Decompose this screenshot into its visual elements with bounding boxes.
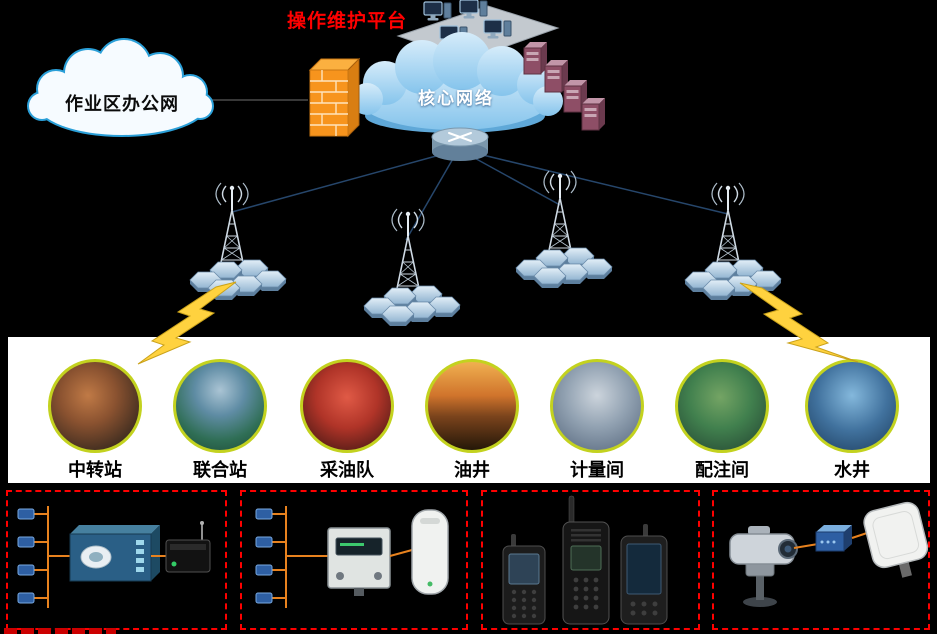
base-station-icon — [543, 170, 577, 261]
io-tag-icon — [17, 536, 35, 548]
rtu-site-box — [6, 490, 227, 630]
handheld-terminals-box — [481, 490, 700, 630]
site-item: 油井 — [417, 359, 527, 482]
smartphone-icon — [620, 524, 668, 625]
two-way-radio-icon — [562, 495, 610, 625]
base-station-icon — [711, 182, 745, 273]
core-cloud-label: 核心网络 — [418, 89, 494, 108]
sensor-bus — [255, 506, 287, 608]
site-item: 联合站 — [165, 359, 275, 482]
base-station-icon — [391, 208, 425, 299]
cell-coverage-icon — [364, 286, 460, 326]
cell-coverage-icon — [685, 260, 781, 300]
io-tag-icon — [17, 508, 35, 520]
base-station-icon — [215, 182, 249, 273]
base-station-4 — [685, 182, 781, 300]
video-surveillance-box — [712, 490, 930, 630]
workstation-icon — [459, 0, 488, 20]
workstation-platform — [396, 5, 560, 61]
server-stack-icon — [523, 41, 606, 131]
site-photo — [173, 359, 267, 453]
site-label: 联合站 — [193, 460, 247, 480]
site-label: 采油队 — [320, 460, 374, 480]
handheld-terminal-icon — [502, 534, 546, 625]
site-label: 配注间 — [695, 460, 749, 480]
flow-computer-icon — [69, 525, 160, 582]
cell-coverage-icon — [190, 260, 286, 300]
workstation-icon — [439, 25, 468, 46]
site-photo — [300, 359, 394, 453]
site-label: 水井 — [834, 460, 870, 480]
sensor-bus — [17, 506, 49, 608]
metering-site-box — [240, 490, 468, 630]
site-label: 油井 — [454, 460, 490, 480]
meter-box-icon — [327, 527, 391, 596]
site-band: 中转站 联合站 采油队 油井 计量间 配注间 水井 — [8, 337, 930, 483]
site-item: 采油队 — [292, 359, 402, 482]
diagram-title: 操作维护平台 — [286, 11, 407, 32]
base-station-3 — [516, 170, 612, 288]
office-network-cloud — [27, 38, 214, 137]
firewall-icon — [308, 57, 361, 138]
ptz-camera-icon — [729, 526, 798, 607]
office-firewall-links — [206, 95, 377, 101]
encoder-device-icon — [815, 525, 852, 552]
io-tag-icon — [255, 564, 273, 576]
io-tag-icon — [17, 564, 35, 576]
site-photo — [425, 359, 519, 453]
site-item: 水井 — [797, 359, 907, 482]
site-photo — [48, 359, 142, 453]
site-item: 配注间 — [667, 359, 777, 482]
radio-modem-icon — [165, 521, 211, 573]
site-label: 计量间 — [570, 460, 624, 480]
site-item: 中转站 — [40, 359, 150, 482]
site-photo — [550, 359, 644, 453]
base-station-1 — [190, 182, 286, 300]
site-photo — [805, 359, 899, 453]
cell-coverage-icon — [516, 248, 612, 288]
base-station-2 — [364, 208, 460, 326]
cpe-antenna-icon — [411, 509, 449, 595]
io-tag-icon — [255, 592, 273, 604]
clipped-caption — [4, 628, 116, 634]
site-item: 计量间 — [542, 359, 652, 482]
wireless-bridge-icon — [863, 501, 928, 578]
core-network-cloud — [351, 32, 563, 133]
workstation-icon — [483, 19, 512, 40]
office-cloud-label: 作业区办公网 — [65, 94, 179, 114]
workstation-icon — [423, 1, 452, 22]
router-icon — [431, 127, 489, 161]
io-tag-icon — [255, 536, 273, 548]
site-photo — [675, 359, 769, 453]
backbone-links — [231, 37, 729, 241]
site-label: 中转站 — [68, 460, 122, 480]
io-tag-icon — [17, 592, 35, 604]
io-tag-icon — [255, 508, 273, 520]
